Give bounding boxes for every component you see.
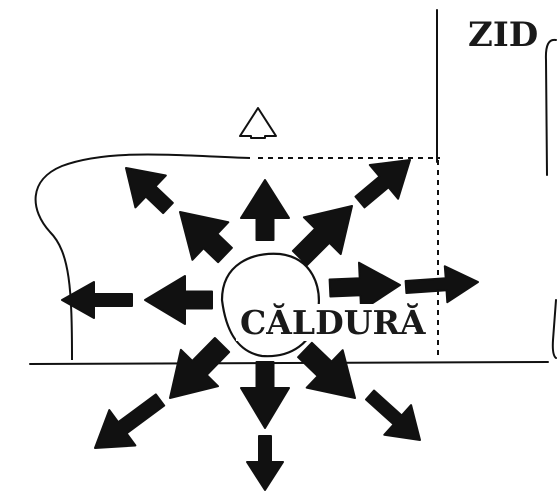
arrow-up [240, 179, 290, 241]
arrow-down-inner [240, 361, 290, 429]
zone-outline [258, 157, 440, 360]
arrow-down-left-inner [169, 337, 231, 399]
arrow-left-outer [61, 281, 133, 319]
arrow-up-right-outer [354, 159, 411, 209]
wall-edge-bottom [551, 299, 557, 359]
arrow-up-outline [239, 107, 277, 139]
arrow-right-outer [404, 265, 479, 304]
arrow-group [61, 107, 479, 491]
arrow-right-inner [328, 261, 401, 312]
wall-label: ZID [468, 15, 539, 55]
arrow-down-left-outer [94, 393, 166, 449]
wall-edge-top [544, 38, 557, 176]
arrow-left-inner [144, 275, 213, 325]
arrow-down-outer [246, 435, 284, 491]
arrow-up-left-outer [125, 167, 174, 215]
arrow-down-right-outer [365, 389, 421, 441]
air-flow-curve [34, 153, 251, 361]
arrow-up-left-inner [179, 211, 233, 264]
heat-label: CĂLDURĂ [236, 304, 430, 341]
arrow-down-right-inner [297, 341, 356, 399]
floor-line [29, 361, 549, 365]
wall-lines [29, 9, 557, 365]
arrow-up-right-inner [291, 205, 353, 267]
